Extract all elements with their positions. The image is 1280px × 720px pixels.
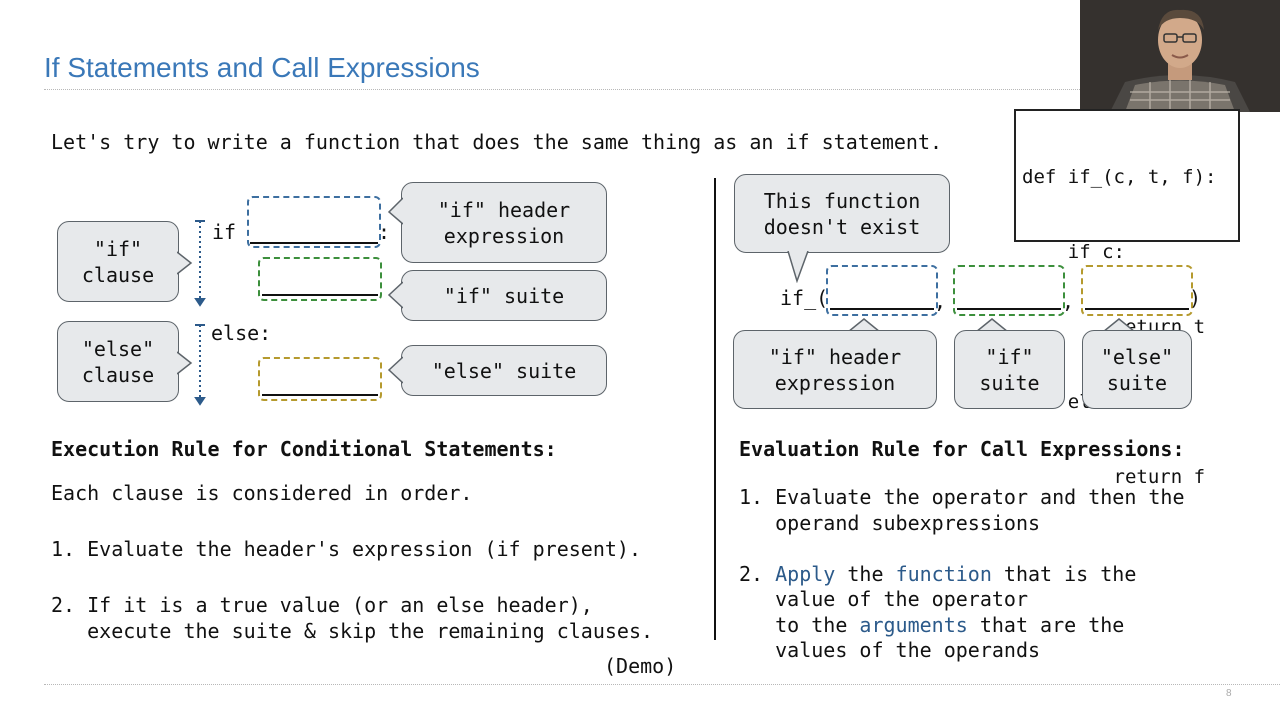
if-keyword: if	[212, 220, 237, 244]
presenter-image	[1080, 0, 1280, 112]
call-comma: ,	[1062, 289, 1075, 313]
if-header-dashed-box	[247, 196, 381, 248]
bubble-pointer	[387, 356, 403, 384]
nonexistent-note: This function doesn't exist	[763, 188, 921, 239]
evaluation-rule-step2-line2: value of the operator	[739, 587, 1028, 611]
code-line: if c:	[1022, 241, 1125, 263]
else-clause-bubble: "else" clause	[57, 321, 179, 402]
call-comma: ,	[934, 289, 947, 313]
call-if-header-bubble: "if" header expression	[733, 330, 937, 409]
footer-divider	[44, 684, 1280, 685]
else-suite-blank	[262, 394, 378, 396]
call-else-suite-bubble: "else" suite	[1082, 330, 1192, 409]
execution-rule-step1: 1. Evaluate the header's expression (if …	[51, 537, 642, 561]
call-if-suite-dashed-box	[953, 265, 1065, 316]
call-if-suite-bubble: "if" suite	[954, 330, 1065, 409]
else-clause-label: "else" clause	[81, 336, 155, 387]
if-suite-label: "if" suite	[443, 283, 565, 308]
call-else-suite-dashed-box	[1081, 265, 1193, 316]
if-suite-blank	[262, 294, 378, 296]
evaluation-rule-step1-line2: operand subexpressions	[739, 511, 1041, 535]
page-number: 8	[1226, 688, 1232, 699]
if-clause-bubble: "if" clause	[57, 221, 179, 302]
if-header-blank	[250, 242, 378, 244]
else-suite-label: "else" suite	[431, 358, 577, 383]
if-suite-dashed-box	[258, 257, 382, 301]
code-box: def if_(c, t, f): if c: return t else: r…	[1014, 109, 1240, 488]
function-term: function	[895, 562, 992, 586]
call-if-suite-label: "if" suite	[979, 344, 1040, 395]
execution-rule-intro: Each clause is considered in order.	[51, 481, 473, 505]
evaluation-rule-step2-line4: values of the operands	[739, 638, 1041, 662]
if-header-bubble: "if" header expression	[401, 182, 607, 263]
call-close-paren: )	[1189, 286, 1202, 310]
clause-brackets	[194, 220, 206, 406]
presenter-video	[1080, 0, 1280, 112]
else-suite-dashed-box	[258, 357, 382, 401]
step2-text: that is the	[991, 562, 1137, 586]
bubble-pointer	[847, 318, 881, 332]
column-separator	[714, 178, 716, 640]
execution-rule-step2-line2: execute the suite & skip the remaining c…	[51, 619, 654, 643]
bubble-pointer	[387, 281, 403, 309]
demo-label: (Demo)	[604, 654, 677, 678]
else-suite-bubble: "else" suite	[401, 345, 607, 396]
bubble-pointer	[177, 251, 193, 275]
call-header-dashed-box	[826, 265, 938, 316]
nonexistent-note-bubble: This function doesn't exist	[734, 174, 950, 253]
step2-number: 2.	[739, 562, 776, 586]
evaluation-rule-step2-line3: to the arguments that are the	[739, 612, 1124, 638]
bubble-pointer	[1102, 318, 1136, 332]
intro-text: Let's try to write a function that does …	[51, 130, 943, 154]
step2-text: the	[835, 562, 896, 586]
call-else-suite-label: "else" suite	[1100, 344, 1174, 395]
call-else-suite-blank	[1085, 308, 1189, 310]
execution-rule-heading: Execution Rule for Conditional Statement…	[51, 437, 557, 461]
call-if-suite-blank	[957, 308, 1061, 310]
bubble-pointer	[787, 251, 809, 283]
if-colon: :	[378, 220, 391, 244]
call-if-header-label: "if" header expression	[768, 344, 902, 395]
if-header-label: "if" header expression	[437, 197, 571, 248]
call-prefix: if_(	[780, 286, 829, 310]
if-clause-label: "if" clause	[81, 236, 155, 287]
step2-text: to the	[739, 613, 860, 637]
if-suite-bubble: "if" suite	[401, 270, 607, 321]
step2-text: that are the	[967, 613, 1125, 637]
code-line: def if_(c, t, f):	[1022, 166, 1217, 188]
code-line: return f	[1022, 466, 1206, 488]
slide-title: If Statements and Call Expressions	[44, 52, 480, 83]
call-header-blank	[830, 308, 934, 310]
bubble-pointer	[975, 318, 1009, 332]
apply-term: Apply	[775, 562, 836, 586]
evaluation-rule-step2-line1: 2. Apply the function that is the	[739, 561, 1136, 587]
title-divider	[44, 89, 1280, 90]
arguments-term: arguments	[859, 613, 968, 637]
bubble-pointer	[387, 197, 403, 225]
evaluation-rule-heading: Evaluation Rule for Call Expressions:	[739, 437, 1185, 461]
else-keyword: else:	[211, 321, 272, 345]
bubble-pointer	[177, 351, 193, 375]
execution-rule-step2-line1: 2. If it is a true value (or an else hea…	[51, 593, 593, 617]
evaluation-rule-step1-line1: 1. Evaluate the operator and then the	[739, 485, 1185, 509]
